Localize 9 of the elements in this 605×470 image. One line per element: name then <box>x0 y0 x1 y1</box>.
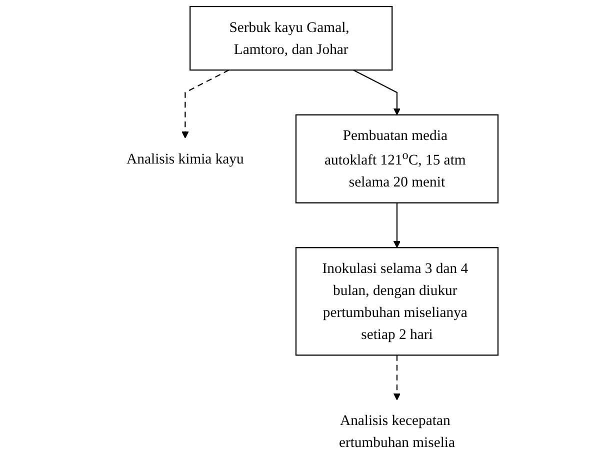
process-box: Inokulasi selama 3 dan 4 bulan, dengan diukur pertumbuhan miselianya setiap 2 hari <box>295 247 499 356</box>
arrow <box>393 202 401 248</box>
process-box: Serbuk kayu Gamal, Lamtoro, dan Johar <box>190 6 393 71</box>
arrow <box>352 70 401 116</box>
process-box: Pembuatan media autoklaft 121$^{o}$C, 15 atm selama 20 menit <box>295 114 499 204</box>
note-text: Analisis kimia kayu <box>126 150 244 167</box>
dashed-arrow <box>393 355 401 400</box>
note-text: Analisis kecepatan ertumbuhan miselia <box>338 412 455 450</box>
dashed-arrow <box>182 70 230 138</box>
